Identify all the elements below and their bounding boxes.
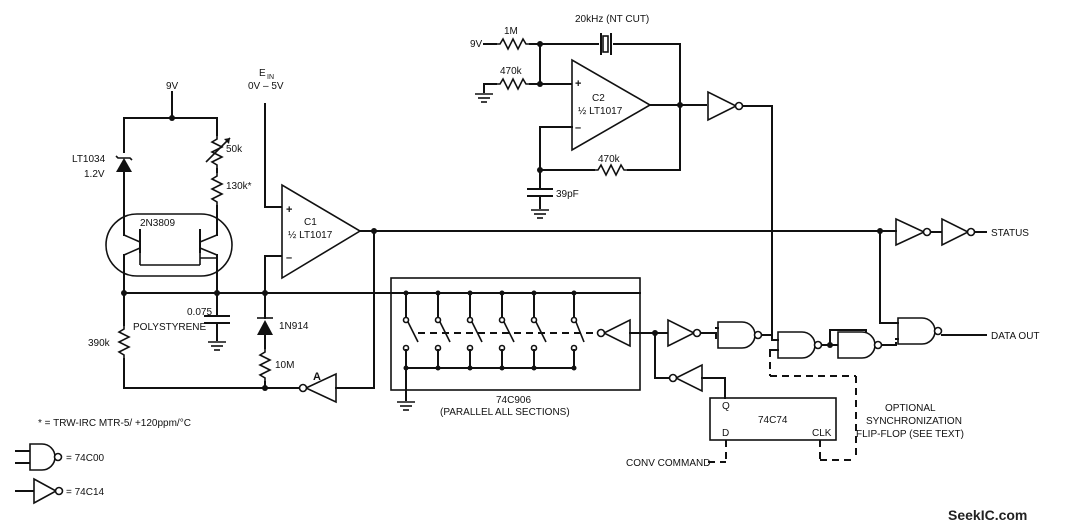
ground-icon	[207, 341, 227, 351]
legend-inverter-text: = 74C14	[66, 487, 105, 498]
legend-nand-text: = 74C00	[66, 453, 105, 464]
c2-output-inverter-icon	[707, 90, 744, 122]
label-74c74: 74C74	[758, 415, 788, 426]
label-pot-50k: 50k	[226, 144, 243, 155]
crystal-icon	[600, 33, 612, 55]
ff-pin-d: D	[722, 428, 729, 439]
label-crystal: 20kHz (NT CUT)	[575, 14, 649, 25]
capacitor-39pf-icon	[527, 188, 553, 197]
footnote: * = TRW-IRC MTR-5/ +120ppm/°C	[38, 418, 191, 429]
c2-minus-sign: –	[575, 122, 581, 134]
ground-icon	[396, 401, 416, 411]
label-1n914: 1N914	[279, 321, 309, 332]
status-inverter-1-icon	[895, 217, 932, 247]
label-470k-fb: 470k	[598, 154, 621, 165]
flip-flop-74c74	[709, 397, 837, 441]
note-sync-line2: SYNCHRONIZATION	[866, 416, 962, 427]
label-c2-part: ½ LT1017	[578, 106, 623, 117]
label-9v-top: 9V	[166, 81, 179, 92]
c2-oscillator	[474, 33, 773, 341]
label-lt1034: LT1034	[72, 154, 106, 165]
label-9v-c2: 9V	[470, 39, 483, 50]
c1-plus-sign: +	[286, 204, 292, 216]
label-ein-sub: IN	[267, 74, 274, 81]
label-c1-part: ½ LT1017	[288, 230, 333, 241]
label-ein: E	[259, 68, 266, 79]
ff-pin-q: Q	[722, 401, 730, 412]
nand-gate-3-icon	[837, 331, 883, 359]
output-data-out: DATA OUT	[991, 331, 1040, 342]
label-130k: 130k*	[226, 181, 252, 192]
label-ref-voltage: 1.2V	[84, 169, 105, 180]
gate-inverter-icon	[667, 318, 702, 348]
lt1034-zener-icon	[115, 155, 133, 172]
label-transistor: 2N3809	[140, 218, 175, 229]
label-cap-type: POLYSTYRENE	[133, 322, 206, 333]
c1-opamp-icon	[281, 183, 362, 280]
transistor-envelope-icon	[105, 213, 233, 277]
switch-contacts	[402, 290, 585, 371]
ff-feedback-inverter-icon	[668, 363, 703, 393]
switch-block	[390, 277, 669, 411]
ground-icon	[474, 93, 494, 103]
resistor-470k-in-icon	[495, 78, 531, 90]
ff-pin-clk: CLK	[812, 428, 832, 439]
label-39pf: 39pF	[556, 189, 579, 200]
note-sync-line3: FLIP-FLOP (SEE TEXT)	[856, 429, 964, 440]
resistor-130k-icon	[211, 171, 223, 207]
output-status: STATUS	[991, 228, 1029, 239]
resistor-470k-fb-icon	[593, 164, 629, 176]
c2-opamp-icon	[571, 58, 652, 152]
nand-gate-1-icon	[717, 321, 763, 349]
label-switch-note: (PARALLEL ALL SECTIONS)	[440, 407, 570, 418]
label-ein-range: 0V – 5V	[248, 81, 284, 92]
status-inverter-2-icon	[941, 217, 976, 247]
flip-flop-outline	[709, 397, 837, 441]
resistor-1m-icon	[495, 38, 531, 50]
c1-comparator	[264, 103, 883, 389]
legend	[15, 443, 64, 505]
label-switch-ic: 74C906	[496, 395, 531, 406]
resistor-390k-icon	[118, 324, 130, 360]
c1-minus-sign: –	[286, 252, 292, 264]
diode-1n914-icon	[257, 317, 273, 335]
label-c1-name: C1	[304, 217, 317, 228]
nand-gate-2-icon	[777, 331, 823, 359]
logic-section	[652, 317, 987, 463]
label-c2-name: C2	[592, 93, 605, 104]
label-470k-in: 470k	[500, 66, 523, 77]
label-1m: 1M	[504, 26, 518, 37]
c2-plus-sign: +	[575, 78, 581, 90]
legend-nand-icon	[15, 443, 63, 471]
status-chain	[879, 217, 987, 324]
note-sync-line1: OPTIONAL	[885, 403, 936, 414]
legend-inverter-icon	[15, 477, 64, 505]
label-cap-value: 0.075	[187, 307, 212, 318]
watermark: SeekIC.com	[948, 507, 1027, 523]
switch-driver-inverter-icon	[596, 318, 631, 348]
label-conv-command: CONV COMMAND	[626, 458, 710, 469]
label-10m: 10M	[275, 360, 294, 371]
label-390k: 390k	[88, 338, 111, 349]
label-node-a: A	[313, 371, 321, 383]
ground-icon	[530, 209, 550, 219]
reference-section	[105, 91, 641, 404]
resistor-10m-icon	[259, 347, 271, 383]
nand-gate-4-icon	[897, 317, 943, 345]
